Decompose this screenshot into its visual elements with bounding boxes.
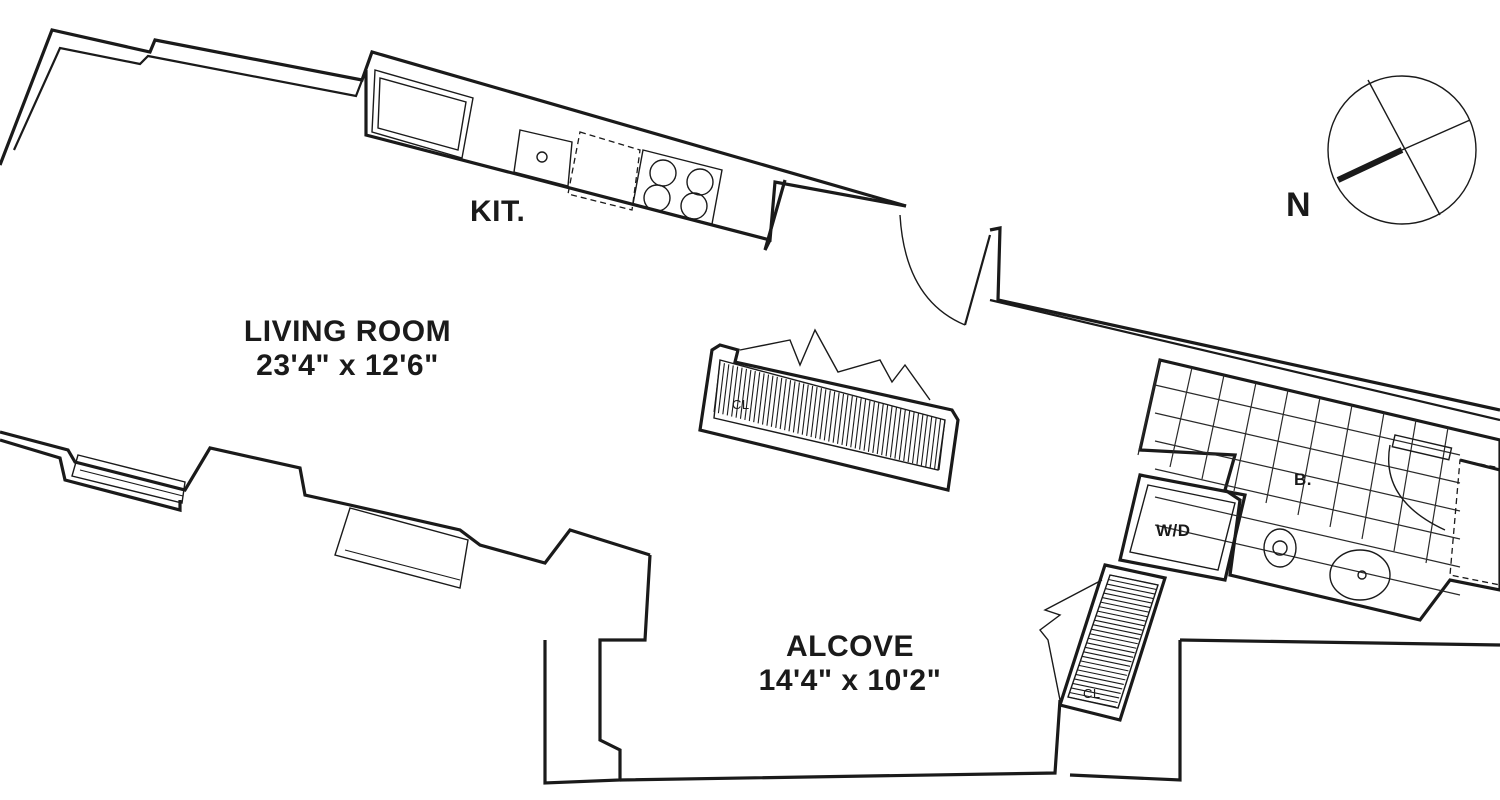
outer-walls [0, 28, 1500, 785]
center-closet-label: CL [732, 397, 750, 412]
washer-dryer-closet [1118, 473, 1247, 582]
living-room-label: LIVING ROOM 23'4" x 12'6" [215, 315, 480, 383]
living-room-name: LIVING ROOM [243, 315, 452, 348]
compass-icon [1327, 75, 1477, 225]
kitchen-label: KIT. [470, 195, 526, 228]
washer-dryer-label: W/D [1156, 521, 1191, 540]
alcove-closet-label: CL [1083, 686, 1101, 701]
sink-icon [513, 129, 573, 187]
windows [71, 454, 469, 589]
alcove-dimensions: 14'4" x 10'2" [758, 664, 942, 697]
living-room-dimensions: 23'4" x 12'6" [256, 349, 439, 382]
alcove-name: ALCOVE [785, 630, 914, 663]
alcove-label: ALCOVE 14'4" x 10'2" [720, 630, 980, 698]
kitchen-counter [364, 69, 907, 251]
center-closet [698, 328, 960, 492]
alcove-closet [1039, 563, 1168, 722]
stove-icon [632, 149, 723, 225]
bath-label: B. [1294, 470, 1312, 489]
north-label: N [1286, 186, 1311, 224]
entry-door [899, 214, 992, 326]
bathroom [1137, 358, 1500, 622]
